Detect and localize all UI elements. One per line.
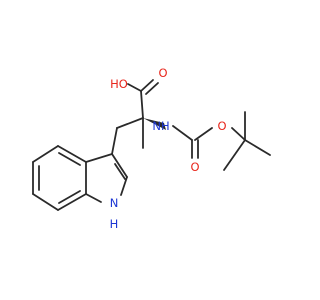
bond bbox=[145, 82, 159, 95]
bond bbox=[231, 127, 246, 141]
bonds bbox=[32, 79, 271, 211]
structure-drawing: HO O NH O O N H bbox=[32, 66, 271, 231]
bond bbox=[194, 127, 213, 141]
bond bbox=[85, 153, 113, 163]
bond bbox=[57, 145, 87, 163]
bond bbox=[140, 79, 154, 92]
bond bbox=[58, 152, 81, 166]
bond bbox=[114, 163, 126, 180]
bond bbox=[57, 193, 87, 211]
bond bbox=[85, 193, 102, 203]
bond bbox=[111, 127, 118, 155]
carbamate-oxygen-label: O bbox=[190, 160, 199, 174]
bond bbox=[244, 139, 271, 156]
bond bbox=[32, 193, 59, 211]
hydroxyl-label: HO bbox=[110, 77, 128, 91]
bond bbox=[140, 90, 144, 119]
bond bbox=[111, 153, 128, 178]
wedge-bond bbox=[143, 118, 166, 130]
bond bbox=[32, 145, 59, 163]
bond bbox=[223, 139, 246, 171]
bond bbox=[172, 125, 193, 141]
bond bbox=[127, 83, 142, 92]
amide-nh-label: NH bbox=[152, 119, 169, 133]
ester-oxygen-label: O bbox=[217, 119, 226, 133]
indole-n-label: N bbox=[110, 196, 119, 210]
atom-labels: HO O NH O O N H bbox=[110, 66, 227, 231]
bond bbox=[120, 176, 128, 196]
indole-h-label: H bbox=[110, 217, 119, 231]
bond bbox=[58, 190, 81, 204]
carbonyl-oxygen-label: O bbox=[158, 66, 167, 80]
bond bbox=[116, 117, 144, 129]
molecule-canvas: HO O NH O O N H bbox=[32, 66, 271, 231]
